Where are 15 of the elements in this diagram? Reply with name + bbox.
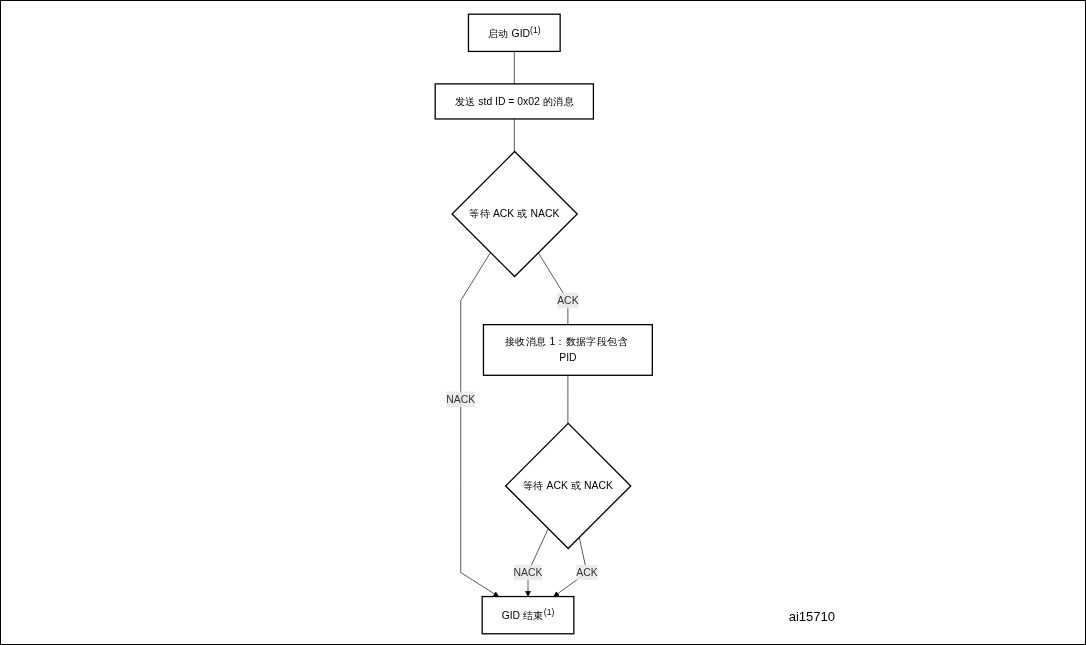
node-box: 发送 std ID = 0x02 的消息: [434, 82, 595, 120]
node-diamond: 等待 ACK 或 NACK: [504, 421, 632, 549]
edge-label: NACK: [446, 392, 476, 405]
edge-label: ACK: [576, 566, 598, 578]
connector: [514, 50, 515, 84]
node-diamond: 等待 ACK 或 NACK: [451, 150, 579, 277]
connector: [567, 374, 569, 424]
connector: [538, 251, 569, 325]
node-box: 接收消息 1：数据字段包含 PID: [483, 323, 654, 376]
edge-label: NACK: [513, 566, 543, 578]
edge-label: ACK: [557, 294, 579, 306]
node-box: 启动 GID$^{(1)}$: [468, 13, 562, 52]
figure-id-label: ai15710: [788, 609, 835, 624]
connector: [514, 118, 515, 152]
node-box: GID 结束$^{(1)}$: [481, 595, 575, 634]
